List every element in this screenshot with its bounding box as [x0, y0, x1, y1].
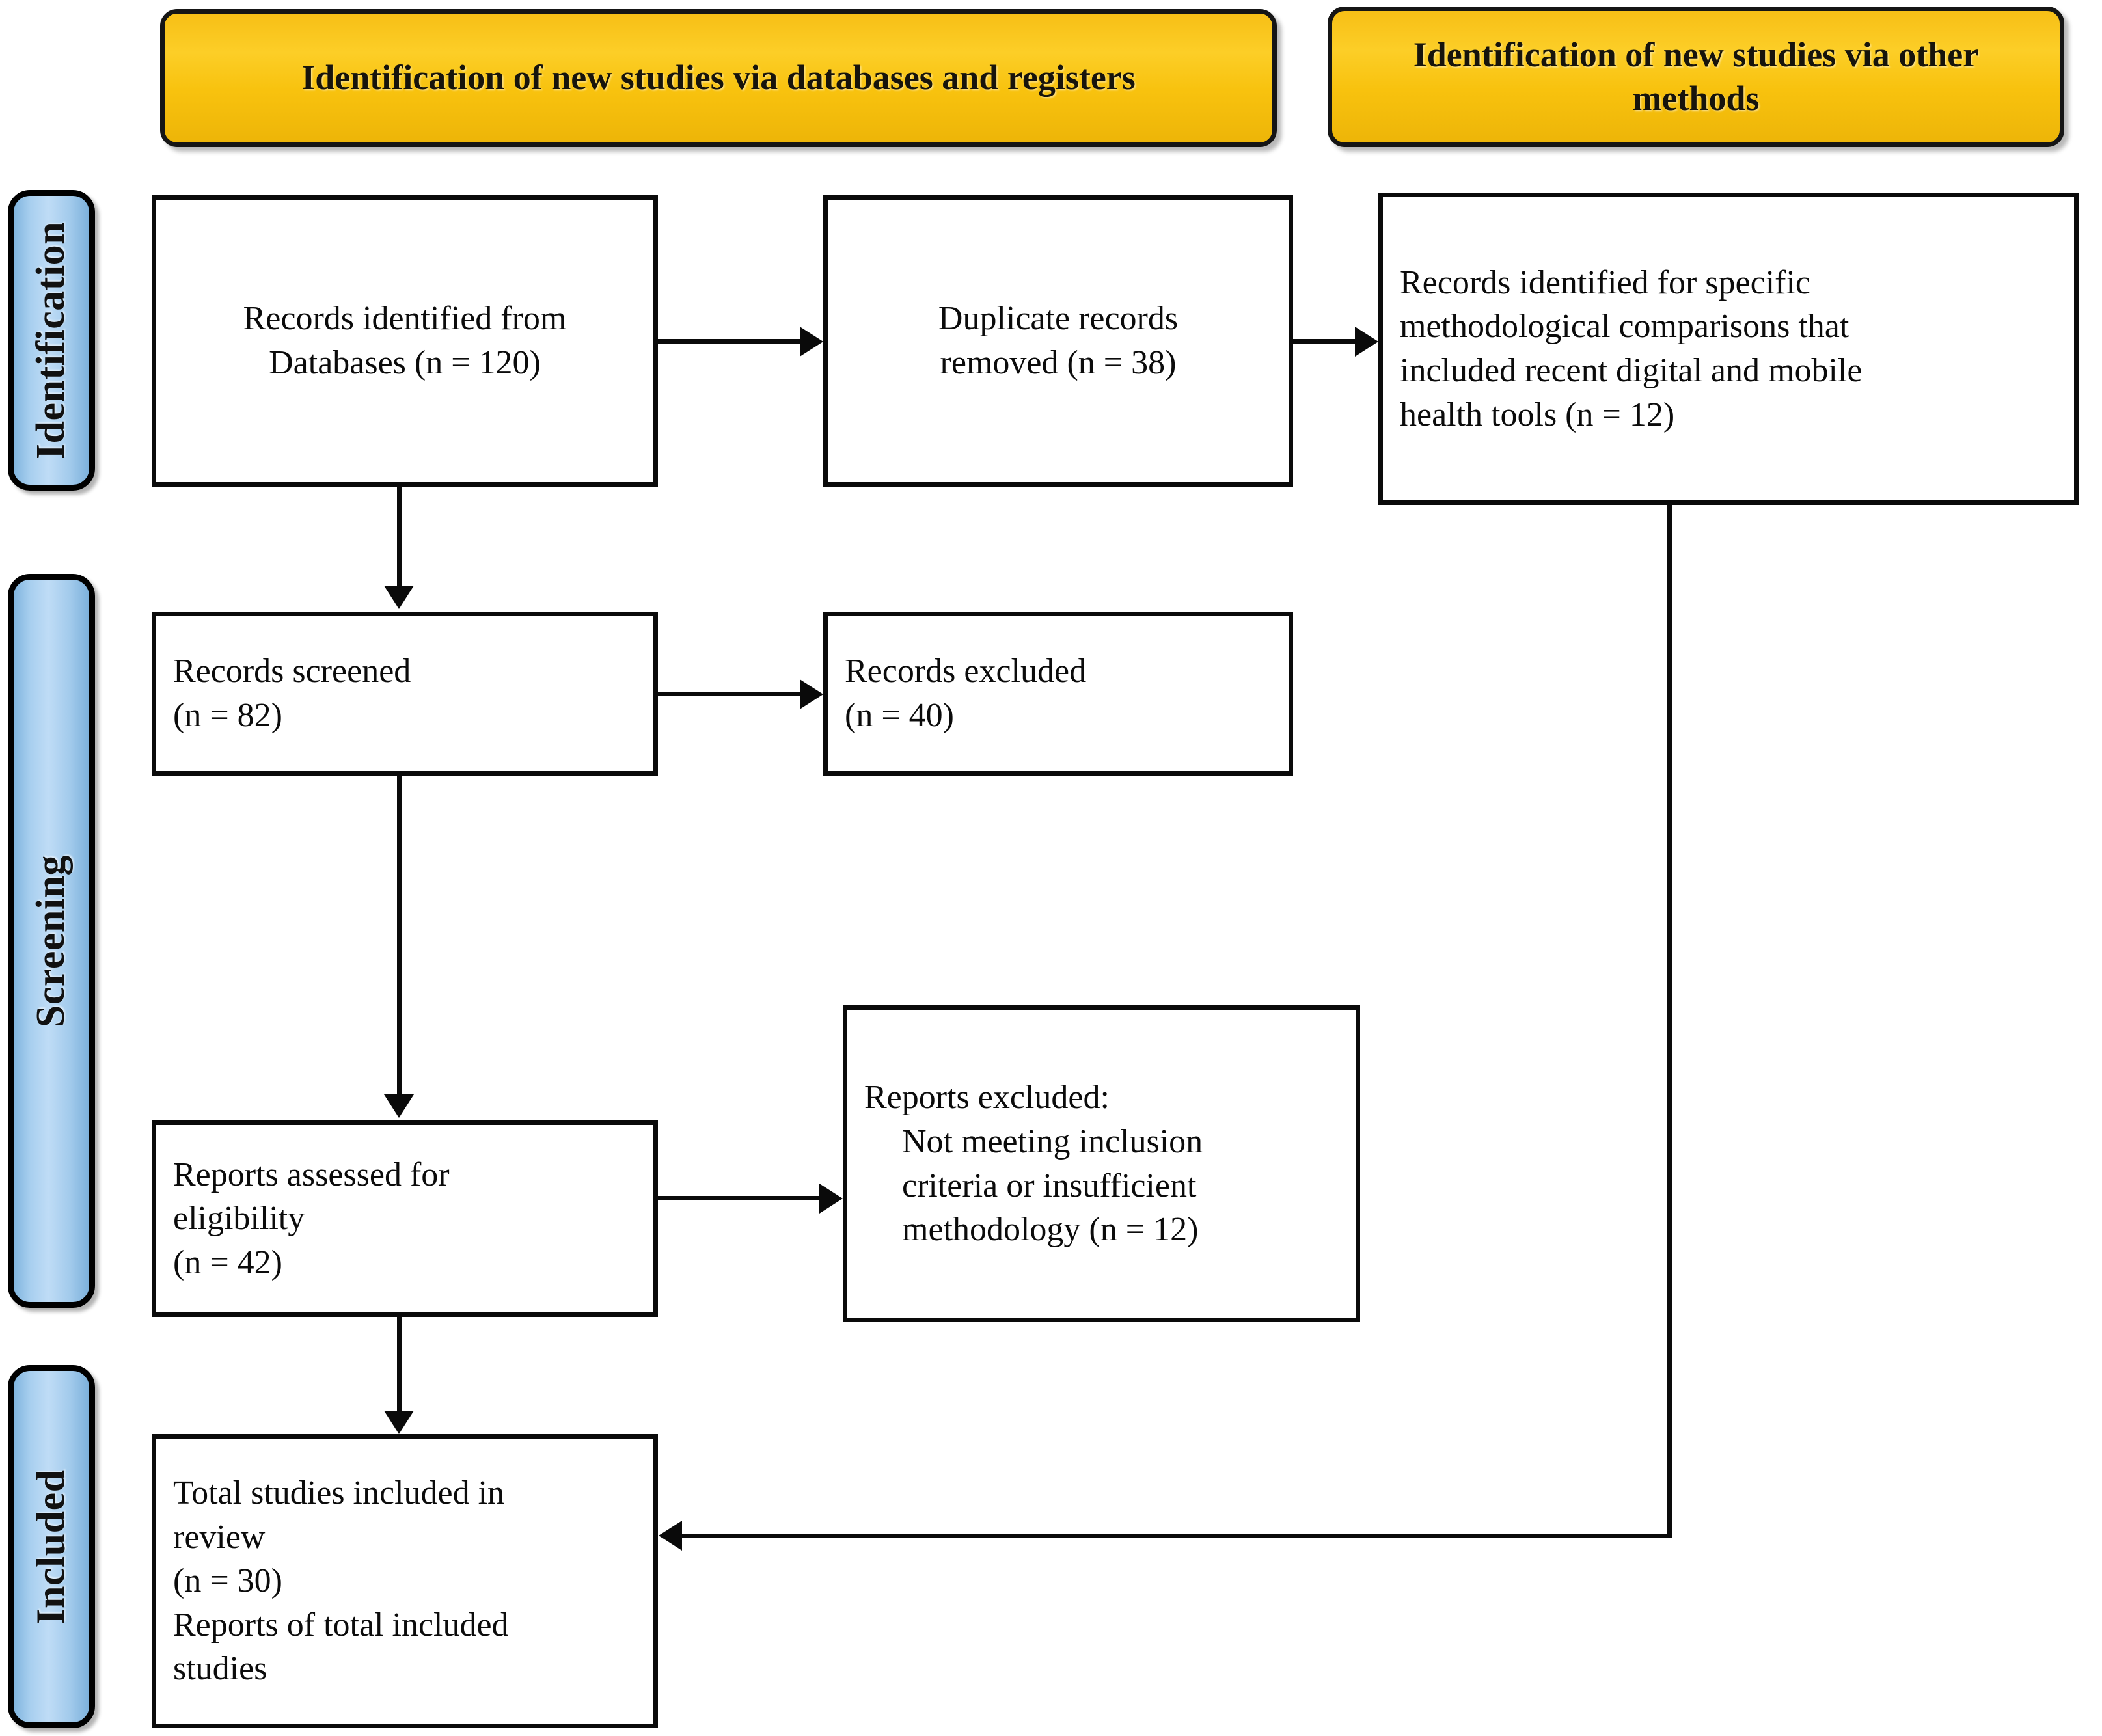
box-duplicate-records-removed-text: Duplicate records removed (n = 38)	[938, 300, 1179, 381]
box-records-screened-text: Records screened (n = 82)	[173, 653, 411, 734]
connector-assessed-to-total-included	[397, 1317, 402, 1415]
box-reports-excluded: Reports excluded: Not meeting inclusion …	[843, 1005, 1360, 1322]
banner-other-methods: Identification of new studies via other …	[1328, 7, 2064, 147]
banner-databases-and-registers: Identification of new studies via databa…	[160, 9, 1277, 147]
phase-label-screening: Screening	[29, 854, 74, 1027]
box-reports-assessed-eligibility-text: Reports assessed for eligibility (n = 42…	[173, 1156, 450, 1281]
box-records-identified-other-methods-text: Records identified for specific methodol…	[1400, 264, 1863, 433]
phase-label-included: Included	[29, 1469, 74, 1625]
connector-assessed-to-reports-excluded	[658, 1196, 819, 1200]
connector-databases-to-screened	[397, 487, 402, 590]
connector-screened-to-assessed	[397, 776, 402, 1098]
connector-databases-to-duplicates	[658, 339, 800, 344]
box-records-excluded-text: Records excluded (n = 40)	[845, 653, 1087, 734]
reports-excluded-line-3: criteria or insufficient	[902, 1167, 1197, 1204]
arrowhead-assessed-to-total-included	[384, 1411, 414, 1434]
box-reports-assessed-eligibility: Reports assessed for eligibility (n = 42…	[152, 1120, 658, 1317]
reports-excluded-line-4: methodology (n = 12)	[902, 1211, 1199, 1249]
connector-duplicates-to-other-methods	[1293, 339, 1355, 344]
box-duplicate-records-removed: Duplicate records removed (n = 38)	[823, 195, 1293, 487]
phase-bar-identification: Identification	[8, 190, 95, 491]
connector-other-methods-to-total-included	[682, 1534, 1672, 1538]
arrowhead-assessed-to-reports-excluded	[819, 1184, 843, 1214]
box-records-identified-databases-text: Records identified from Databases (n = 1…	[243, 300, 567, 381]
box-records-screened: Records screened (n = 82)	[152, 612, 658, 776]
box-total-studies-included: Total studies included in review (n = 30…	[152, 1434, 658, 1728]
arrowhead-other-methods-to-total-included	[659, 1521, 682, 1551]
reports-excluded-line-1: Reports excluded:	[864, 1079, 1110, 1117]
arrowhead-screened-to-assessed	[384, 1094, 414, 1118]
connector-other-methods-down	[1667, 505, 1672, 1538]
box-records-identified-databases: Records identified from Databases (n = 1…	[152, 195, 658, 487]
phase-bar-screening: Screening	[8, 574, 95, 1308]
arrowhead-databases-to-screened	[384, 586, 414, 609]
box-total-studies-included-text: Total studies included in review (n = 30…	[173, 1474, 509, 1688]
phase-bar-included: Included	[8, 1365, 95, 1728]
box-records-excluded: Records excluded (n = 40)	[823, 612, 1293, 776]
box-reports-excluded-text: Reports excluded: Not meeting inclusion …	[847, 1076, 1356, 1251]
arrowhead-screened-to-excluded	[800, 679, 823, 709]
banner-other-methods-label: Identification of new studies via other …	[1413, 34, 1979, 118]
box-records-identified-other-methods: Records identified for specific methodol…	[1378, 193, 2079, 505]
arrowhead-duplicates-to-other-methods	[1355, 327, 1378, 357]
arrowhead-databases-to-duplicates	[800, 327, 823, 357]
connector-screened-to-excluded	[658, 692, 800, 696]
banner-databases-label: Identification of new studies via databa…	[301, 58, 1136, 98]
phase-label-identification: Identification	[29, 221, 74, 459]
reports-excluded-line-2: Not meeting inclusion	[902, 1122, 1203, 1160]
